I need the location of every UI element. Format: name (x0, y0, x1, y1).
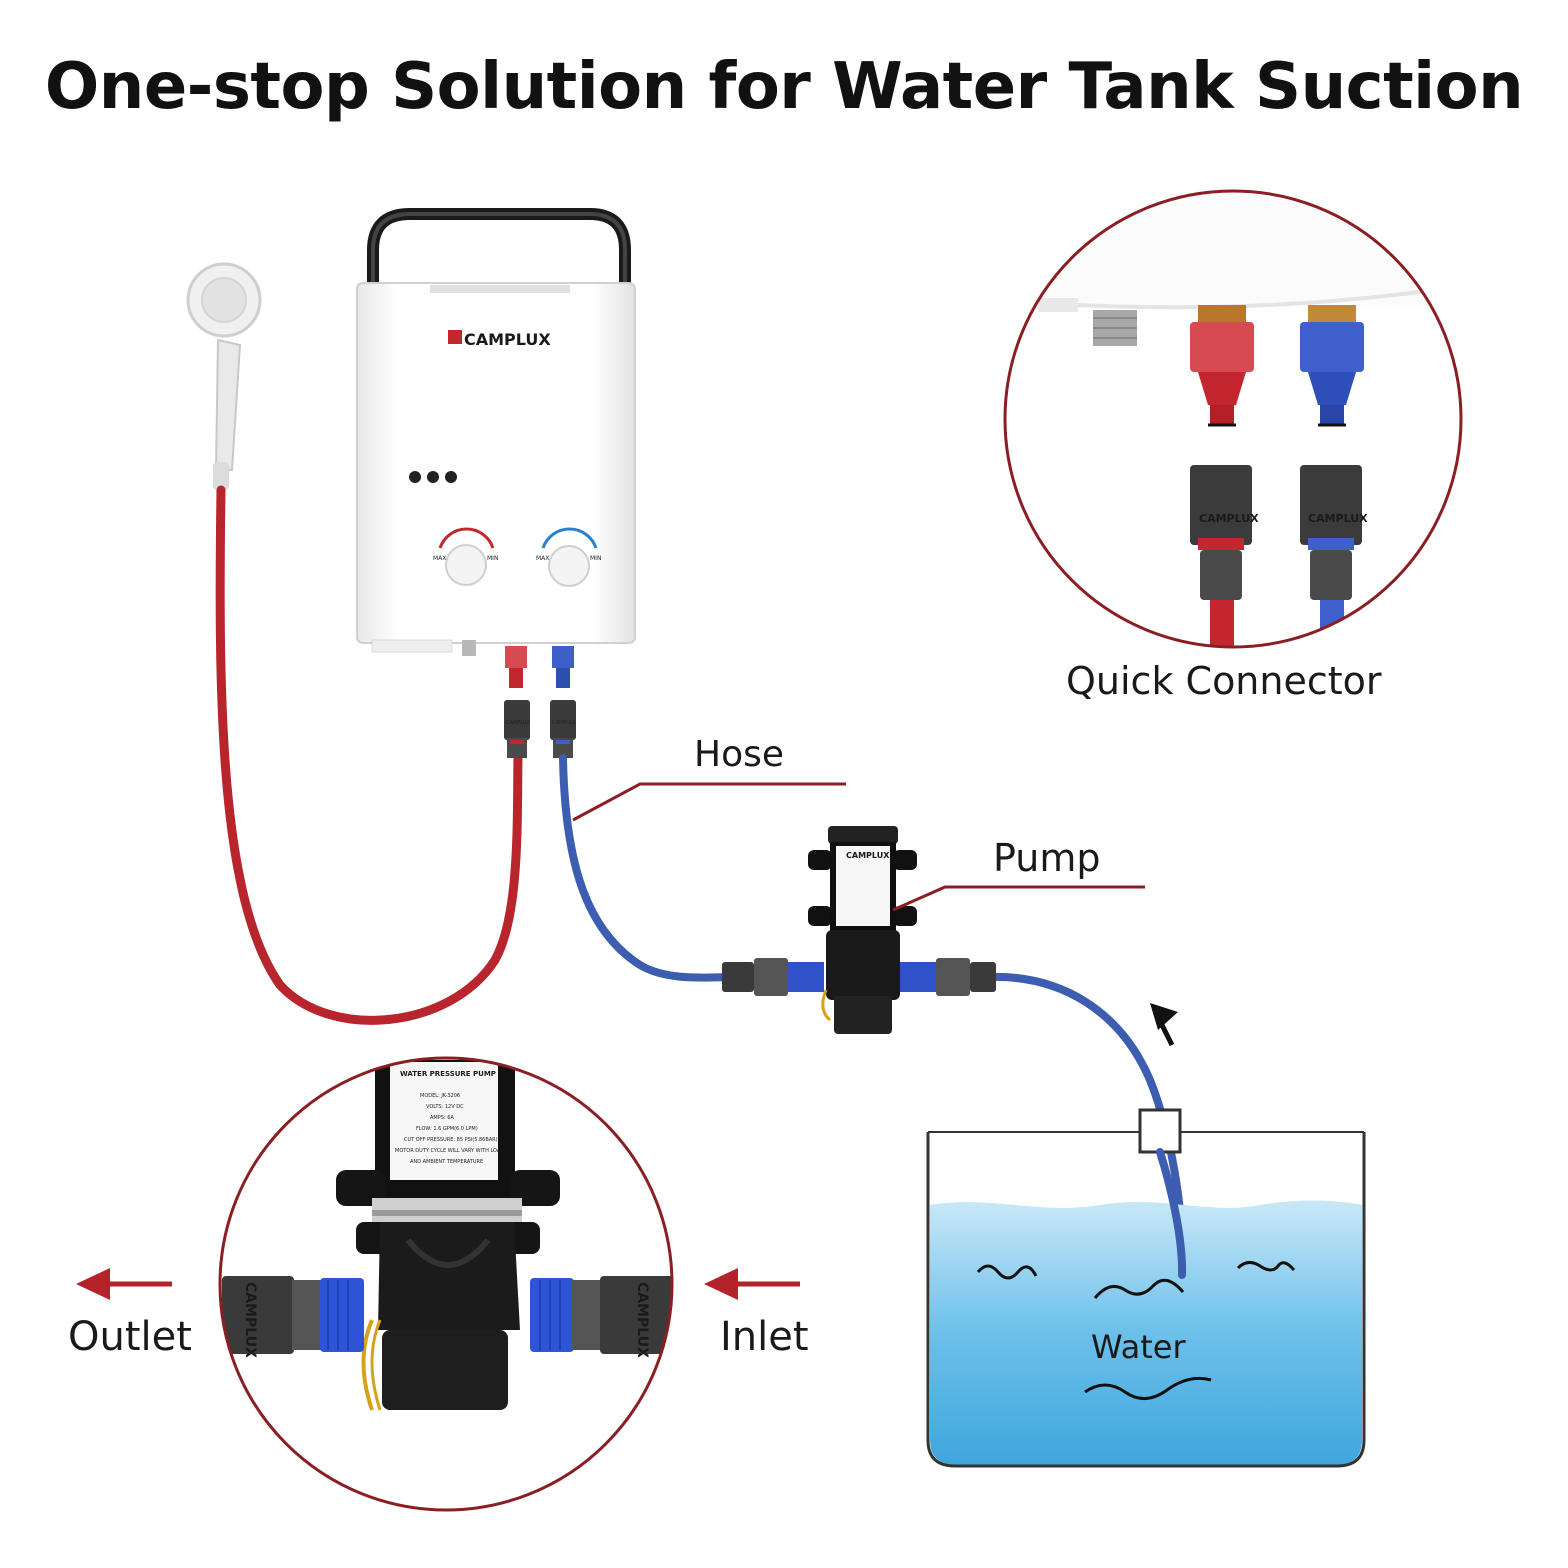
knob-left-min: MIN (487, 555, 498, 562)
pump-spec-line-7: AND AMBIENT TEMPERATURE (410, 1159, 483, 1165)
pump-spec-line-1: MODEL: JK-3206 (420, 1093, 460, 1099)
knob-left-max: MAX (433, 555, 446, 562)
hose-label: Hose (694, 734, 784, 775)
hot-connector-brand: CAMPLUX (506, 720, 530, 726)
quick-connector-label: Quick Connector (1066, 659, 1382, 703)
pump-small-brand: CAMPLUX (846, 851, 890, 860)
knob-right-max: MAX (536, 555, 549, 562)
water-heater (356, 208, 636, 656)
pump-zoom-outlet-brand: CAMPLUX (242, 1282, 258, 1358)
cold-quick-connector: CAMPLUX (550, 700, 576, 758)
inlet-arrow (704, 1268, 800, 1300)
outlet-label: Outlet (68, 1314, 192, 1360)
knob-right-min: MIN (590, 555, 601, 562)
water-tank (926, 1108, 1366, 1468)
pump-zoom-inlet-brand: CAMPLUX (634, 1282, 650, 1358)
quick-connector-zoom: CAMPLUX CAMPLUX (1003, 189, 1463, 649)
shower-head (186, 262, 262, 490)
hot-water-hose (215, 485, 523, 1025)
hose-callout-line (572, 782, 846, 822)
inlet-label: Inlet (720, 1314, 809, 1360)
flow-knob[interactable]: MAX MIN (536, 527, 601, 587)
cold-inlet-fitting (552, 646, 574, 688)
hot-quick-connector: CAMPLUX (504, 700, 530, 758)
pump-callout-line (892, 885, 1145, 912)
pump-spec-line-4: FLOW: 1.6 GPM(6.0 LPM) (416, 1126, 478, 1132)
pump-small: CAMPLUX (808, 826, 917, 1034)
pump-zoom: WATER PRESSURE PUMP MODEL: JK-3206 VOLTS… (218, 1056, 674, 1512)
zoom-connector-brand-blue: CAMPLUX (1308, 512, 1368, 525)
heater-brand-text: CAMPLUX (464, 330, 551, 349)
page-title: One-stop Solution for Water Tank Suction (44, 50, 1524, 124)
flow-direction-arrow (1150, 1003, 1178, 1047)
zoom-connector-brand-red: CAMPLUX (1199, 512, 1259, 525)
heater-logo: CAMPLUX (448, 330, 551, 349)
outlet-arrow (76, 1268, 172, 1300)
cold-water-hose (559, 754, 739, 982)
heater-indicator-dots (409, 471, 457, 483)
pump-spec-line-6: MOTOR DUTY CYCLE WILL VARY WITH LOAD (395, 1148, 504, 1154)
temperature-knob[interactable]: MAX MIN (433, 527, 498, 586)
pump-spec-line-2: VOLTS: 12V DC (426, 1104, 464, 1110)
water-label: Water (1091, 1328, 1186, 1366)
cold-connector-brand: CAMPLUX (552, 720, 576, 726)
pump-label: Pump (993, 836, 1100, 880)
pump-inlet-connectors-small (722, 958, 996, 996)
hot-outlet-fitting (505, 646, 527, 688)
pump-spec-line-5: CUT OFF PRESSURE: 85 PSI(5.86BAR) (404, 1137, 498, 1143)
pump-spec-line-3: AMPS: 6A (430, 1115, 454, 1121)
suction-hose-in-tank (1156, 1148, 1187, 1279)
pump-zoom-heading: WATER PRESSURE PUMP (400, 1070, 496, 1078)
